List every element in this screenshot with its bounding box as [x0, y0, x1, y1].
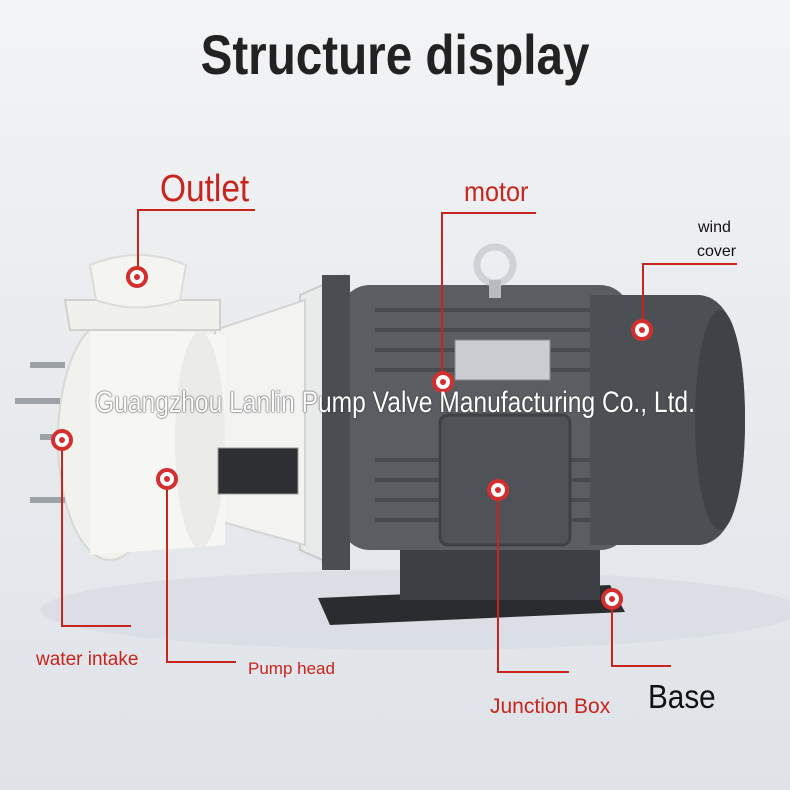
- wind-cover-label-line1: wind: [698, 219, 731, 236]
- wind-cover-label-line2: cover: [697, 243, 737, 260]
- wind-leader-h: [642, 263, 737, 265]
- motor-label: motor: [464, 176, 529, 207]
- page-title: Structure display: [200, 23, 590, 86]
- base-leader-v: [611, 600, 613, 666]
- motor-leader-h: [441, 212, 536, 214]
- motor-leader-v: [441, 212, 443, 380]
- outlet-hotspot: [126, 266, 148, 288]
- wind-cover-hotspot: [631, 319, 653, 341]
- pump-head-label: Pump head: [248, 659, 335, 678]
- water-intake-label: water intake: [36, 649, 139, 670]
- intake-leader-v: [61, 440, 63, 626]
- outlet-label: Outlet: [160, 168, 250, 210]
- wind-leader-v: [642, 263, 644, 329]
- base-leader-h: [611, 665, 671, 667]
- pump-head-hotspot: [156, 468, 178, 490]
- water-intake-hotspot: [51, 429, 73, 451]
- pumphead-leader-h: [166, 661, 236, 663]
- junction-leader-h: [497, 671, 569, 673]
- company-watermark: Guangzhou Lanlin Pump Valve Manufacturin…: [95, 386, 695, 419]
- motor-hotspot: [432, 371, 454, 393]
- junction-box-hotspot: [487, 479, 509, 501]
- outlet-leader-h: [137, 209, 255, 211]
- pumphead-leader-v: [166, 478, 168, 662]
- junction-leader-v: [497, 490, 499, 672]
- base-hotspot: [601, 588, 623, 610]
- junction-box: [438, 413, 572, 547]
- outlet-leader-v: [137, 209, 139, 277]
- junction-box-label: Junction Box: [490, 695, 611, 718]
- intake-leader-h: [61, 625, 131, 627]
- base-label: Base: [648, 678, 716, 715]
